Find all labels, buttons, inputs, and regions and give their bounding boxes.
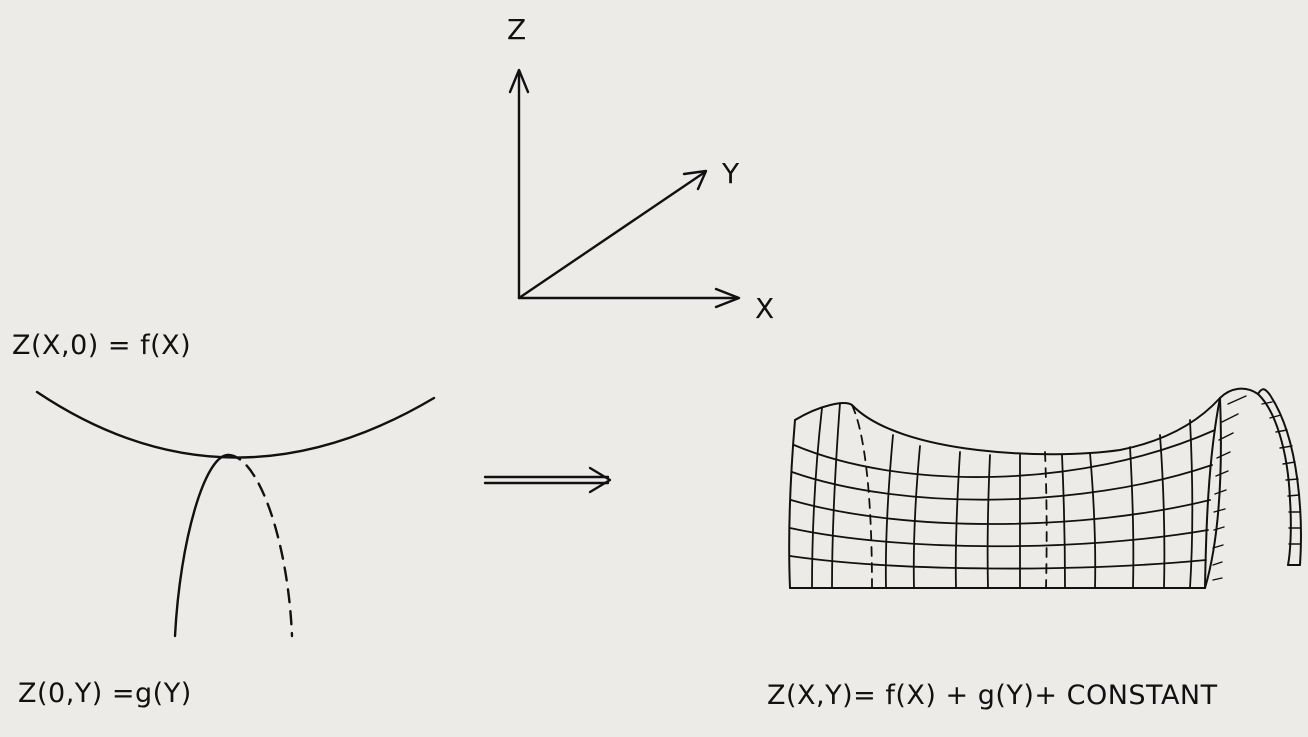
surface-equation: Z(X,Y)= f(X) + g(Y)+ CONSTANT	[767, 680, 1218, 711]
surface-left-edge	[788, 419, 796, 589]
transform-arrow	[483, 466, 612, 494]
g-curve-solid	[173, 453, 230, 638]
y-axis-label: Y	[722, 157, 740, 190]
coordinate-axes	[508, 68, 741, 309]
surface-right-edge	[1204, 397, 1221, 589]
x-axis-label: X	[755, 292, 775, 325]
y-axis-arrowhead	[682, 169, 708, 191]
f-curve	[35, 390, 436, 459]
z-axis-arrowhead	[508, 68, 530, 94]
g-curve-dashed	[226, 453, 294, 638]
z-axis-label: Z	[507, 13, 527, 46]
saddle-surface	[788, 387, 1302, 589]
g-curve-equation: Z(0,Y) =g(Y)	[18, 678, 192, 709]
profile-curves	[35, 390, 436, 638]
surface-grid-horizontal	[789, 429, 1216, 570]
surface-grid-vertical	[811, 402, 1194, 589]
surface-top-edge	[794, 387, 1259, 456]
f-curve-equation: Z(X,0) = f(X)	[12, 330, 192, 361]
surface-hidden-lines	[851, 404, 1048, 589]
x-axis-arrowhead	[714, 287, 741, 309]
y-axis	[517, 170, 707, 300]
